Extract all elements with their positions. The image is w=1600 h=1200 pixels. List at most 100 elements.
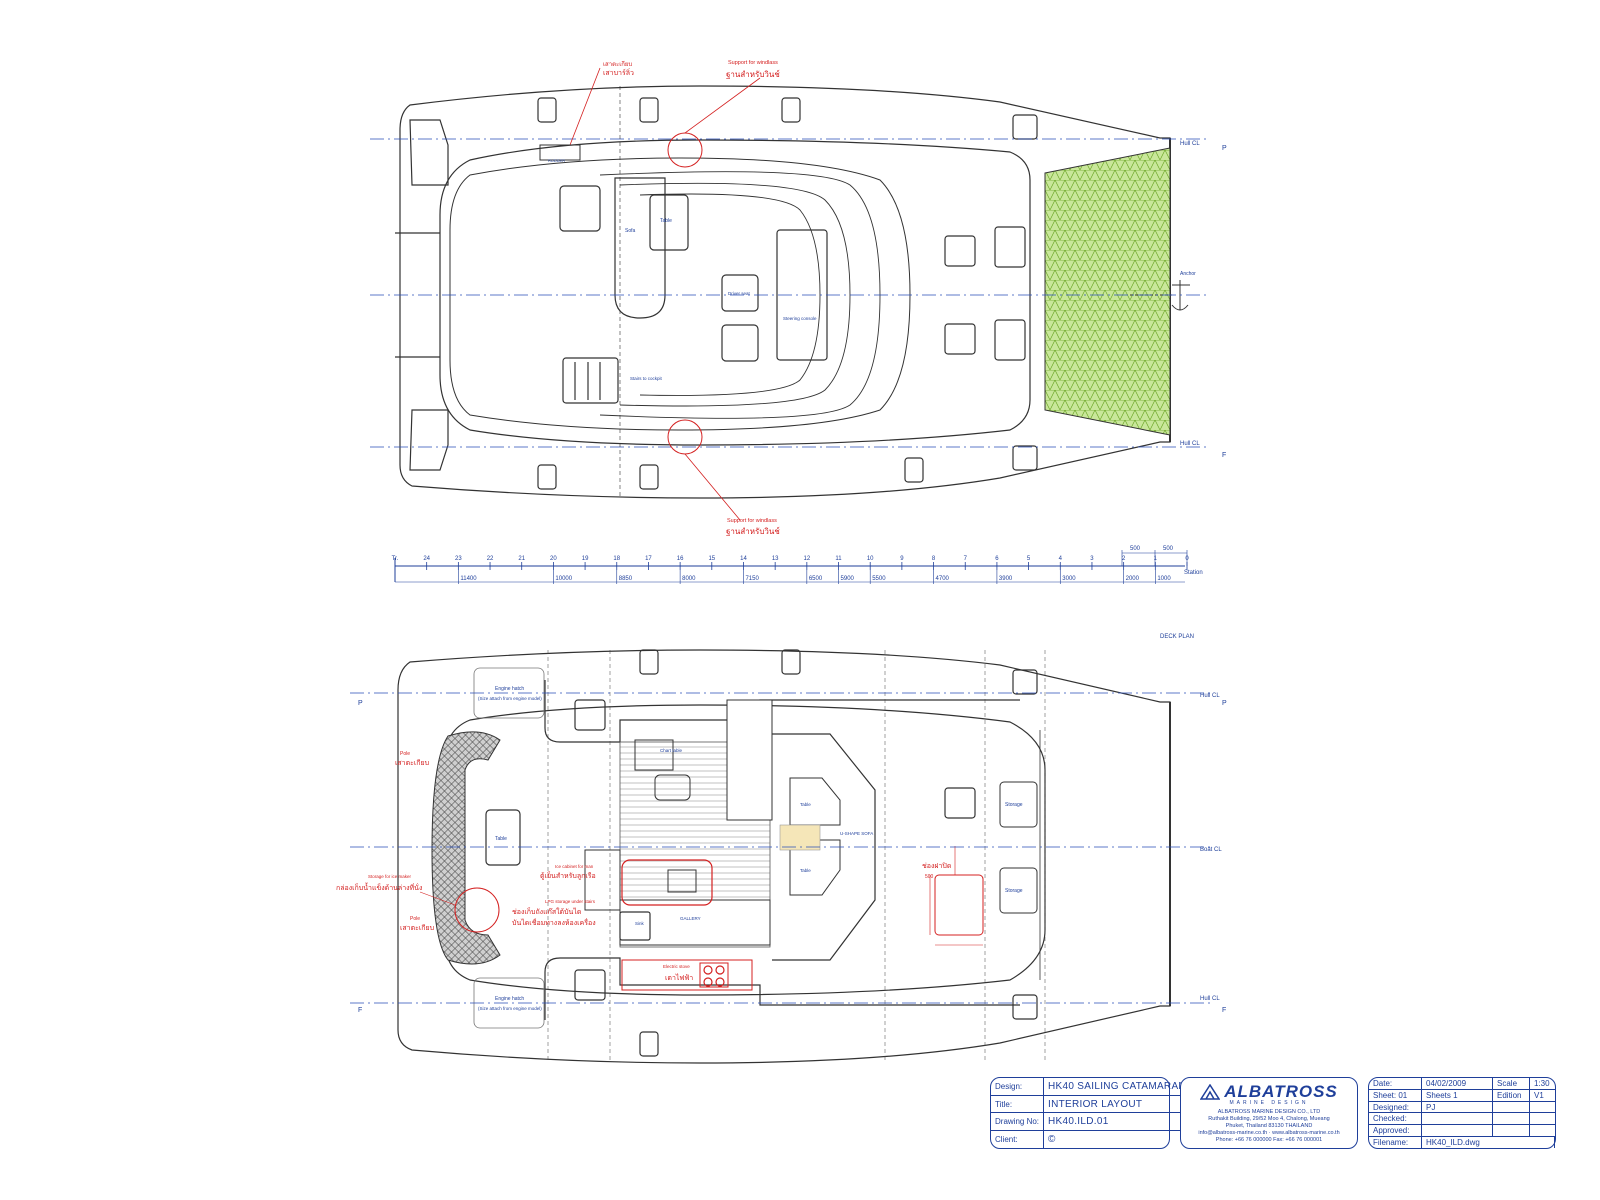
title-block-logo: ALBATROSS MARINE DESIGN ALBATROSS MARINE… <box>1180 1077 1358 1149</box>
hull-cl-label-bf: Hull CL <box>1200 996 1220 1002</box>
logo-tagline: MARINE DESIGN <box>1229 1100 1309 1106</box>
dim-value: 5900 <box>841 576 855 582</box>
designed-value: PJ <box>1421 1101 1493 1114</box>
station-number: 2 <box>1122 556 1126 562</box>
station-number: 8 <box>932 556 936 562</box>
chart-table-label: Chart table <box>660 748 683 753</box>
hatch-box <box>934 874 984 936</box>
hatch-dim: 500 <box>925 874 934 880</box>
pole-annotation-top-line2: เสาบาร์ลิ่ว <box>603 68 634 77</box>
station-number: 17 <box>645 556 652 562</box>
anchor-label: Anchor <box>1180 271 1196 277</box>
dim-value: 7150 <box>745 576 759 582</box>
deck-plan-title: DECK PLAN <box>1160 634 1194 640</box>
dim-value: 3900 <box>999 576 1013 582</box>
bottom-view-labels: DECK PLAN Hull CL P P Boat CL Hull CL F … <box>336 634 1227 1014</box>
edition-label: Edition <box>1492 1089 1530 1102</box>
u-shape-sofa <box>772 733 876 961</box>
pole-lower-th: เสาตะเกียบ <box>400 924 434 932</box>
dim-value: 6500 <box>809 576 823 582</box>
checked-label: Checked: <box>1369 1112 1422 1126</box>
storage-note-th: กล่องเก็บน้ำแข็งด้านล่างที่นั่ง <box>336 881 422 892</box>
company-address-3: info@albatross-marine.co.th · www.albatr… <box>1198 1130 1340 1136</box>
logo-brand: ALBATROSS <box>1224 1082 1338 1101</box>
support-annotation-top-line1: Support for windlass <box>728 60 778 66</box>
pole-upper-th: เสาตะเกียบ <box>395 759 429 767</box>
client-label: Client: <box>991 1130 1045 1148</box>
lpg-store-th1: ช่องเก็บถังแก๊สใต้บันได <box>512 907 581 916</box>
station-number: 21 <box>518 556 525 562</box>
dim-value: 5500 <box>872 576 886 582</box>
station-number: 19 <box>582 556 589 562</box>
stairs-label: Stairs to cockpit <box>630 376 663 381</box>
sheets-value: Sheets 1 <box>1421 1089 1493 1102</box>
storage-label-lower: Storage <box>1005 888 1023 894</box>
dim-value: 8000 <box>682 576 696 582</box>
hull-cl-label-p: Hull CL <box>1180 141 1200 147</box>
lpg-store-th2: บันไดเชื่อมทางลงห้องเครื่อง <box>512 918 596 927</box>
pole-upper-en: Pole <box>400 751 410 757</box>
f-label-top: F <box>1222 452 1226 459</box>
station-number: 16 <box>677 556 684 562</box>
station-number: 23 <box>455 556 462 562</box>
rudder-label: RUDDER <box>548 158 565 163</box>
ice-store-th: ตู้เย็นสำหรับลูกเรือ <box>540 871 596 880</box>
dim-value: 10000 <box>555 576 572 582</box>
station-number: 22 <box>487 556 494 562</box>
saloon-table-upper-label: Table <box>800 802 811 807</box>
station-number: 13 <box>772 556 779 562</box>
edition-value: V1 <box>1529 1089 1555 1102</box>
top-hull-outline <box>399 85 1171 499</box>
top-stairs <box>562 357 619 404</box>
station-number: 5 <box>1027 556 1031 562</box>
top-bridgedeck <box>439 139 1031 446</box>
storage-box-lower <box>999 867 1038 914</box>
design-label: Design: <box>991 1078 1045 1096</box>
approved-label: Approved: <box>1369 1124 1422 1138</box>
dim-top-1: 500 <box>1163 546 1174 552</box>
support-annotation-bottom-line2: ฐานสำหรับวินช์ <box>726 526 780 536</box>
filename-value: HK40_ILD.dwg <box>1421 1136 1555 1148</box>
cockpit-seat-mesh <box>431 731 501 965</box>
station-number: 12 <box>803 556 810 562</box>
dim-value: 8850 <box>619 576 633 582</box>
lpg-store-en: LPG storage under stairs <box>545 899 596 904</box>
station-number: 11 <box>835 556 842 562</box>
cockpit-table <box>485 809 521 866</box>
bottom-view <box>397 649 1171 1064</box>
top-view-labels: เสาตะเกียบ เสาบาร์ลิ่ว Support for windl… <box>548 60 1227 536</box>
hatch-th: ช่องฝาปิด <box>922 862 951 870</box>
storage-note-circle <box>454 887 500 933</box>
table-label: Table <box>660 218 672 224</box>
client-value: © <box>1048 1134 1056 1146</box>
company-address-4: Phone: +66 76 000000 Fax: +66 76 000001 <box>1215 1137 1323 1143</box>
f-label-bottom-left: F <box>358 1007 362 1014</box>
pole-lower-en: Pole <box>410 916 420 922</box>
station-number: 4 <box>1059 556 1063 562</box>
scale-value: 1:30 <box>1529 1078 1555 1090</box>
dim-value: 2000 <box>1126 576 1140 582</box>
bottom-bridgedeck <box>444 704 1046 996</box>
engine-hatch-port-note: (Size attach from engine model) <box>478 696 542 701</box>
hull-cl-label-f: Hull CL <box>1180 441 1200 447</box>
dim-top-0: 500 <box>1130 546 1141 552</box>
designed-label: Designed: <box>1369 1101 1422 1114</box>
p-label-bottom-left: P <box>358 700 363 707</box>
station-number: 24 <box>423 556 430 562</box>
boat-cl-label: Boat CL <box>1200 847 1222 853</box>
station-number: 18 <box>613 556 620 562</box>
dim-value: 11400 <box>460 576 477 582</box>
station-label: Station <box>1184 570 1203 576</box>
engine-hatch-port-label: Engine hatch <box>495 686 524 692</box>
sheet-label: Sheet: 01 <box>1369 1089 1422 1102</box>
station-number: 15 <box>708 556 715 562</box>
support-circle-top <box>667 132 703 168</box>
top-centerlines <box>370 138 1210 448</box>
storage-box-upper <box>999 781 1038 828</box>
company-address-2: Phuket, Thailand 83130 THAILAND <box>1225 1123 1313 1129</box>
stove-th: เตาไฟฟ้า <box>665 973 693 982</box>
company-address-1: Ruthakit Building, 29/52 Moo 4, Chalong,… <box>1208 1116 1330 1122</box>
steering-console-label: Steering console <box>783 316 817 321</box>
station-number: 3 <box>1090 556 1094 562</box>
